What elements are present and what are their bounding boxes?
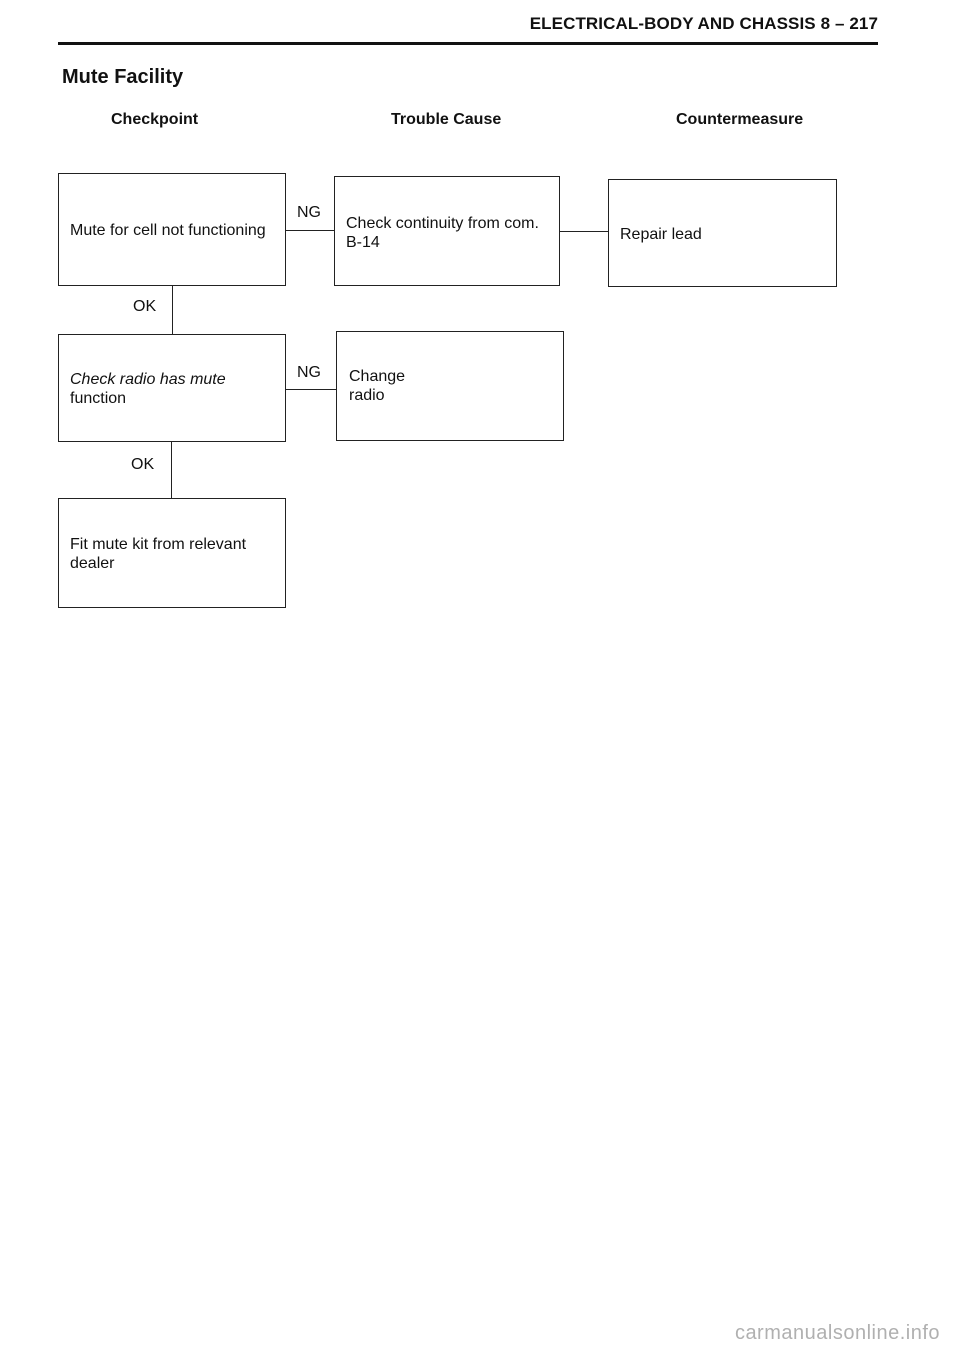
page-title: Mute Facility: [62, 66, 184, 88]
ng-label-1: NG: [297, 204, 321, 221]
ok-label-1: OK: [133, 298, 157, 315]
countermeasure-box-1: Repair lead: [608, 179, 837, 287]
checkpoint-2-line1: Check radio has mute: [70, 371, 226, 388]
trouble-cause-box-2: Change radio: [336, 331, 564, 441]
column-heading-countermeasure: Countermeasure: [676, 111, 804, 128]
countermeasure-1-text: Repair lead: [620, 226, 702, 243]
ng-label-2: NG: [297, 364, 321, 381]
checkpoint-box-2: Check radio has mute function: [58, 334, 286, 442]
cause-connector-1: [560, 231, 608, 232]
trouble-cause-box-1: Check continuity from com. B-14: [334, 176, 560, 286]
column-heading-trouble-cause: Trouble Cause: [391, 111, 502, 128]
ok-connector-1: [172, 286, 173, 334]
trouble-cause-2-line1: Change: [349, 368, 406, 385]
checkpoint-3-line2: dealer: [70, 555, 115, 572]
section-header: ELECTRICAL-BODY AND CHASSIS 8 – 217: [529, 14, 878, 33]
checkpoint-2-line2: function: [70, 390, 127, 407]
checkpoint-1-text: Mute for cell not functioning: [70, 222, 266, 239]
trouble-cause-1-line2: B-14: [346, 234, 380, 251]
column-heading-checkpoint: Checkpoint: [111, 111, 199, 128]
header-rule: [58, 42, 878, 45]
checkpoint-box-3: Fit mute kit from relevant dealer: [58, 498, 286, 608]
trouble-cause-1-line1: Check continuity from com.: [346, 215, 539, 232]
ng-connector-1: [286, 230, 334, 231]
checkpoint-box-1: Mute for cell not functioning: [58, 173, 286, 286]
ok-connector-2: [171, 442, 172, 498]
trouble-cause-2-line2: radio: [349, 387, 385, 404]
footer-watermark: carmanualsonline.info: [734, 1322, 940, 1344]
checkpoint-3-line1: Fit mute kit from relevant: [70, 536, 247, 553]
ok-label-2: OK: [131, 456, 155, 473]
ng-connector-2: [286, 389, 336, 390]
